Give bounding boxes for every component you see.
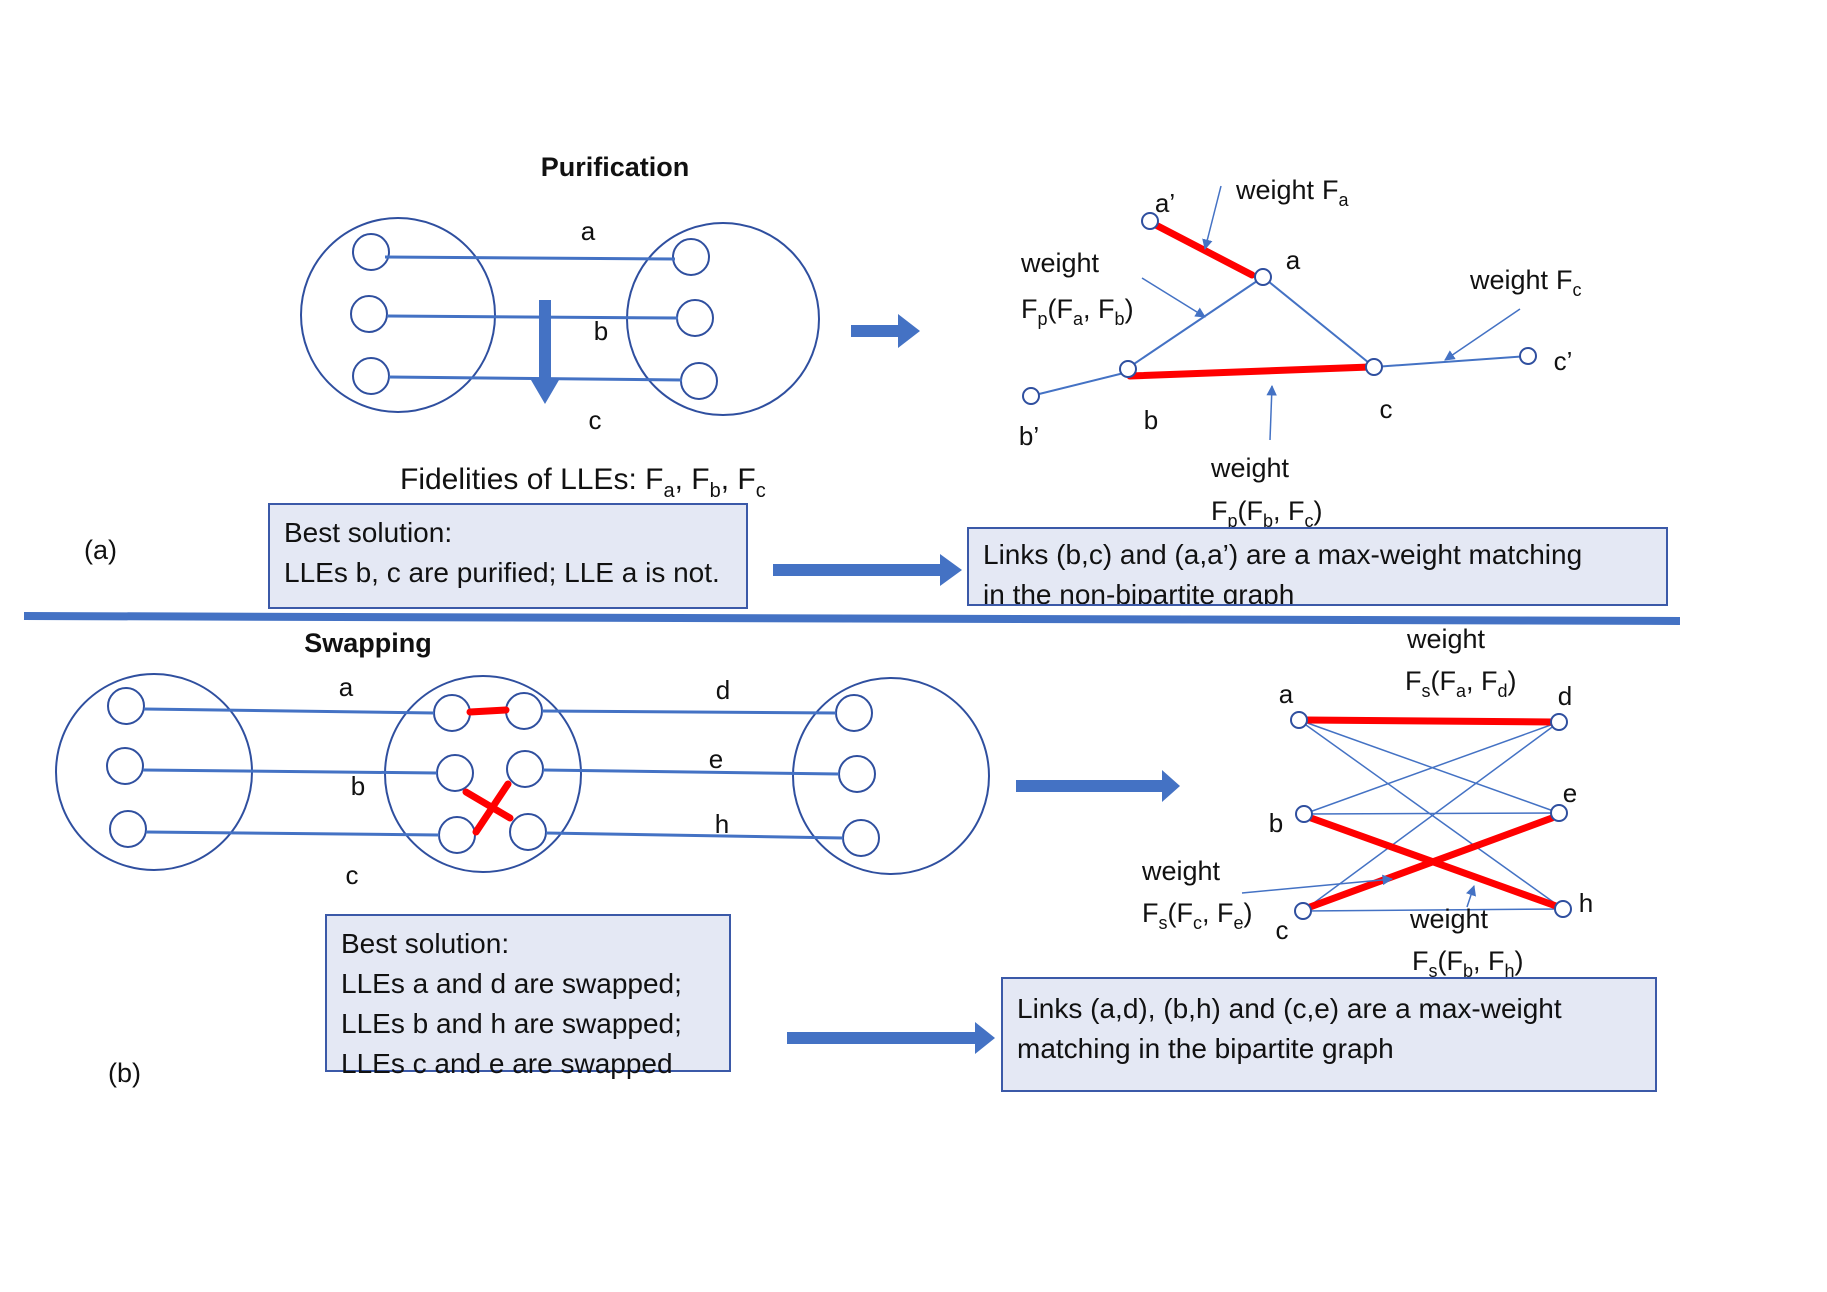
block-arrow-b-bottom: [787, 1022, 995, 1054]
bipartite-label-e: e: [1563, 778, 1577, 808]
graph-node-b-prime: [1022, 387, 1040, 405]
best-solution-b-line-4: LLEs c and e are swapped: [341, 1048, 673, 1079]
swap-label-a: a: [339, 672, 354, 702]
swapping-node-left: [55, 673, 253, 871]
bipartite-node-h: [1554, 900, 1572, 918]
lle-label-a: a: [581, 216, 596, 246]
bipartite-label-a: a: [1279, 679, 1294, 709]
weight-label-Fs-ce: Fs(Fc, Fe): [1142, 898, 1253, 933]
best-solution-b-line-3: LLEs b and h are swapped;: [341, 1008, 682, 1039]
matching-b-line-2: matching in the bipartite graph: [1017, 1033, 1394, 1064]
block-arrow-a-bottom: [773, 554, 962, 586]
purification-graph-nodes: [1022, 212, 1537, 405]
swap-label-h: h: [715, 809, 729, 839]
bipartite-label-d: d: [1558, 681, 1572, 711]
weight-label-Fs-ad-word: weight: [1406, 624, 1486, 654]
graph-label-b: b: [1144, 405, 1158, 435]
best-solution-box-a: Best solution: LLEs b, c are purified; L…: [268, 503, 748, 609]
swap-label-b: b: [351, 771, 365, 801]
bipartite-label-b: b: [1269, 808, 1283, 838]
best-solution-b-line-1: Best solution:: [341, 928, 510, 959]
purification-lle-links: [384, 255, 683, 382]
graph-label-c-prime: c’: [1554, 346, 1573, 376]
graph-label-c: c: [1380, 394, 1393, 424]
graph-label-a-prime: a’: [1155, 188, 1175, 218]
bipartite-node-b: [1295, 805, 1313, 823]
best-solution-a-line-1: Best solution:: [284, 517, 453, 548]
matching-box-a: Links (b,c) and (a,a’) are a max-weight …: [967, 527, 1668, 606]
bipartite-graph-nodes: [1290, 711, 1572, 920]
bipartite-weight-pointers: [1241, 874, 1476, 908]
graph-node-c: [1365, 358, 1383, 376]
weight-label-Fs-bh-word: weight: [1409, 904, 1489, 934]
best-solution-b-line-2: LLEs a and d are swapped;: [341, 968, 682, 999]
weight-label-Fp-ab-word: weight: [1020, 248, 1100, 278]
weight-label-Fs-bh: Fs(Fb, Fh): [1412, 946, 1524, 981]
best-solution-a-line-2: LLEs b, c are purified; LLE a is not.: [284, 557, 720, 588]
bipartite-label-c: c: [1276, 915, 1289, 945]
matching-a-line-2: in the non-bipartite graph: [983, 579, 1295, 606]
best-solution-box-b: Best solution: LLEs a and d are swapped;…: [325, 914, 731, 1079]
graph-label-b-prime: b’: [1019, 421, 1039, 451]
swapping-lle-links: [142, 707, 844, 840]
weight-label-Fs-ad: Fs(Fa, Fd): [1405, 666, 1517, 701]
lle-label-c: c: [589, 405, 602, 435]
block-arrow-a-top: [851, 314, 920, 348]
matching-b-line-1: Links (a,d), (b,h) and (c,e) are a max-w…: [1017, 993, 1562, 1024]
bipartite-label-h: h: [1579, 888, 1593, 918]
bipartite-node-e: [1550, 804, 1568, 822]
graph-node-a-prime: [1141, 212, 1159, 230]
purification-title: Purification: [541, 152, 690, 182]
block-arrow-b-top: [1016, 770, 1180, 802]
weight-label-Fp-bc-word: weight: [1210, 453, 1290, 483]
swap-label-d: d: [716, 675, 730, 705]
bipartite-matching-edges: [1302, 716, 1560, 911]
bipartite-node-a: [1290, 711, 1308, 729]
bipartite-graph-thin-edges: [1298, 719, 1564, 912]
matching-box-b: Links (a,d), (b,h) and (c,e) are a max-w…: [1001, 977, 1657, 1092]
graph-node-b: [1119, 360, 1137, 378]
graph-node-a: [1254, 268, 1272, 286]
swap-label-e: e: [709, 744, 723, 774]
panel-label-b: (b): [108, 1058, 141, 1088]
fidelities-caption: Fidelities of LLEs: Fa, Fb, Fc: [400, 463, 766, 502]
graph-node-c-prime: [1519, 347, 1537, 365]
panel-divider: [23, 612, 1681, 625]
purification-matching-edges: [1126, 218, 1374, 380]
bipartite-node-d: [1550, 713, 1568, 731]
purification-graph-thin-edges: [1030, 276, 1529, 397]
panel-label-a: (a): [84, 535, 117, 565]
bipartite-node-c: [1294, 902, 1312, 920]
swapping-node-right: [792, 677, 990, 875]
swap-label-c: c: [346, 860, 359, 890]
purification-weight-pointers: [1141, 185, 1521, 441]
swap-operations: [462, 706, 514, 836]
graph-label-a: a: [1286, 245, 1301, 275]
matching-a-line-1: Links (b,c) and (a,a’) are a max-weight …: [983, 539, 1583, 570]
weight-label-Fp-bc: Fp(Fb, Fc): [1211, 496, 1323, 531]
swapping-title: Swapping: [304, 628, 432, 658]
weight-label-Fs-ce-word: weight: [1141, 856, 1221, 886]
weight-label-Fp-ab: Fp(Fa, Fb): [1021, 294, 1134, 329]
purification-down-arrow: [531, 300, 559, 404]
lle-label-b: b: [594, 316, 608, 346]
